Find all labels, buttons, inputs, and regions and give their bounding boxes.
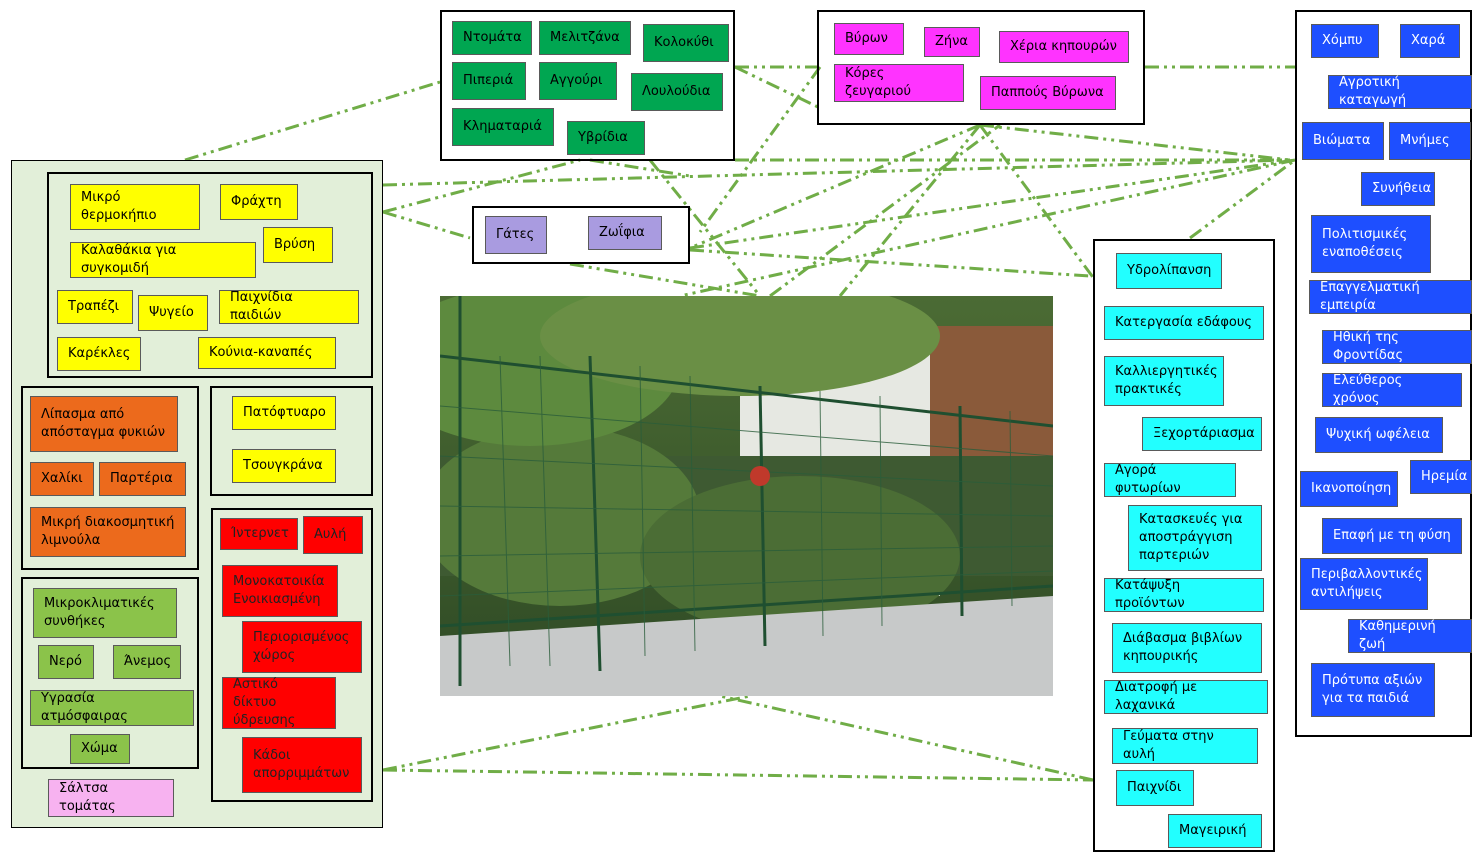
note-zucchini[interactable]: Κολοκύθι	[643, 24, 729, 62]
group-tools-frame	[210, 386, 373, 496]
note-flowers[interactable]: Λουλούδια	[631, 73, 723, 111]
note-rake[interactable]: Τσουγκράνα	[232, 449, 336, 483]
note-cultural-deposits[interactable]: Πολιτισμικές εναποθέσεις	[1311, 215, 1431, 273]
note-hybrids[interactable]: Υβρίδια	[567, 121, 645, 155]
group-microclimate-frame	[21, 577, 199, 769]
note-small-pond[interactable]: Μικρή διακοσμητική λιμνούλα	[30, 507, 186, 557]
note-cucumber[interactable]: Αγγούρι	[539, 62, 617, 100]
note-flowerbeds[interactable]: Παρτέρια	[99, 462, 186, 496]
note-free-time[interactable]: Ελεύθερος χρόνος	[1322, 373, 1462, 407]
note-yard-meals[interactable]: Γεύματα στην αυλή	[1112, 728, 1258, 764]
note-microclimate[interactable]: Μικροκλιματικές συνθήκες	[33, 588, 177, 638]
note-chairs[interactable]: Καρέκλες	[57, 337, 141, 371]
note-fertigation[interactable]: Υδρολίπανση	[1116, 253, 1222, 289]
note-nursery-purchase[interactable]: Αγορά φυτωρίων	[1104, 463, 1236, 497]
note-internet[interactable]: Ίντερνετ	[220, 518, 298, 550]
note-fridge[interactable]: Ψυγείο	[138, 295, 208, 331]
note-eggplant[interactable]: Μελιτζάνα	[539, 21, 631, 55]
note-table[interactable]: Τραπέζι	[57, 290, 133, 324]
note-wind[interactable]: Άνεμος	[113, 645, 181, 679]
note-couple-daughters[interactable]: Κόρες ζευγαριού	[834, 64, 964, 102]
note-play[interactable]: Παιχνίδι	[1116, 770, 1194, 806]
note-hobby[interactable]: Χόμπυ	[1311, 24, 1379, 58]
note-cultivation-practices[interactable]: Καλλιεργητικές πρακτικές	[1104, 356, 1224, 406]
group-people-frame	[817, 10, 1145, 125]
note-tomato-sauce[interactable]: Σάλτσα τομάτας	[48, 779, 174, 817]
note-mental-benefit[interactable]: Ψυχική ωφέλεια	[1315, 417, 1443, 453]
note-faucet[interactable]: Βρύση	[263, 227, 333, 263]
note-tillage[interactable]: Κατεργασία εδάφους	[1104, 306, 1264, 340]
note-grandfather[interactable]: Παππούς Βύρωνα	[980, 76, 1116, 110]
note-memories[interactable]: Μνήμες	[1389, 122, 1471, 160]
note-gardener-hands[interactable]: Χέρια κηπουρών	[999, 31, 1129, 63]
note-reading-books[interactable]: Διάβασμα βιβλίων κηπουρικής	[1112, 623, 1262, 673]
note-grapevine[interactable]: Κληματαριά	[452, 108, 554, 146]
note-water-network[interactable]: Αστικό δίκτυο ύδρευσης	[222, 677, 336, 729]
note-humidity[interactable]: Υγρασία ατμόσφαιρας	[30, 690, 194, 726]
note-freezing-products[interactable]: Κατάψυξη προϊόντων	[1104, 578, 1264, 612]
note-soil[interactable]: Χώμα	[70, 734, 130, 764]
group-red-frame	[211, 508, 373, 802]
note-vegetable-diet[interactable]: Διατροφή με λαχανικά	[1104, 680, 1268, 714]
group-meanings-frame	[1295, 10, 1472, 737]
group-orange-frame	[21, 386, 199, 570]
note-water[interactable]: Νερό	[38, 645, 94, 679]
note-drainage-constructions[interactable]: Κατασκευές για αποστράγγιση παρτεριών	[1128, 505, 1262, 571]
group-yellow-frame	[47, 172, 373, 378]
note-habit[interactable]: Συνήθεια	[1361, 172, 1435, 206]
note-spade[interactable]: Πατόφτυαρο	[232, 396, 336, 430]
note-critters[interactable]: Ζωΐφια	[588, 216, 662, 250]
garden-fence-photo	[440, 296, 1053, 696]
note-zina[interactable]: Ζήνα	[924, 27, 980, 57]
note-rural-origin[interactable]: Αγροτική καταγωγή	[1328, 75, 1472, 109]
note-swing-sofa[interactable]: Κούνια-καναπές	[198, 337, 336, 369]
note-fence[interactable]: Φράχτη	[220, 184, 298, 220]
note-experiences[interactable]: Βιώματα	[1302, 122, 1384, 160]
note-limited-space[interactable]: Περιορισμένος χώρος	[242, 621, 362, 673]
note-kids-toys[interactable]: Παιχνίδια παιδιών	[219, 290, 359, 324]
note-vyron[interactable]: Βύρων	[834, 23, 904, 55]
note-garbage-bins[interactable]: Κάδοι απορριμμάτων	[242, 737, 362, 793]
note-gravel[interactable]: Χαλίκι	[30, 462, 94, 496]
note-seaweed-fertilizer[interactable]: Λίπασμα από απόσταγμα φυκιών	[30, 396, 178, 452]
note-rented-house[interactable]: Μονοκατοικία Ενοικιασμένη	[222, 565, 338, 617]
note-contact-nature[interactable]: Επαφή με τη φύση	[1322, 518, 1462, 554]
note-harvest-baskets[interactable]: Καλαθάκια για συγκομιδή	[70, 242, 256, 278]
note-satisfaction[interactable]: Ικανοποίηση	[1300, 471, 1398, 507]
note-calmness[interactable]: Ηρεμία	[1410, 460, 1472, 494]
note-daily-life[interactable]: Καθημερινή ζωή	[1348, 619, 1472, 653]
note-professional-experience[interactable]: Επαγγελματική εμπειρία	[1309, 280, 1472, 314]
note-joy[interactable]: Χαρά	[1400, 24, 1460, 58]
note-value-models[interactable]: Πρότυπα αξιών για τα παιδιά	[1311, 663, 1435, 717]
note-cats[interactable]: Γάτες	[485, 216, 547, 254]
note-yard[interactable]: Αυλή	[303, 516, 363, 554]
note-tomato[interactable]: Ντομάτα	[452, 21, 532, 55]
note-environmental-perceptions[interactable]: Περιβαλλοντικές αντιλήψεις	[1300, 558, 1428, 610]
group-animals-frame	[472, 206, 690, 264]
note-pepper[interactable]: Πιπεριά	[452, 62, 526, 100]
group-practices-frame	[1093, 239, 1275, 852]
note-ethics-of-care[interactable]: Ηθική της Φροντίδας	[1322, 330, 1472, 364]
note-small-greenhouse[interactable]: Μικρό θερμοκήπιο	[70, 184, 200, 230]
group-vegetables-frame	[440, 10, 735, 161]
note-cooking[interactable]: Μαγειρική	[1168, 814, 1262, 848]
note-weeding[interactable]: Ξεχορτάριασμα	[1142, 417, 1262, 451]
